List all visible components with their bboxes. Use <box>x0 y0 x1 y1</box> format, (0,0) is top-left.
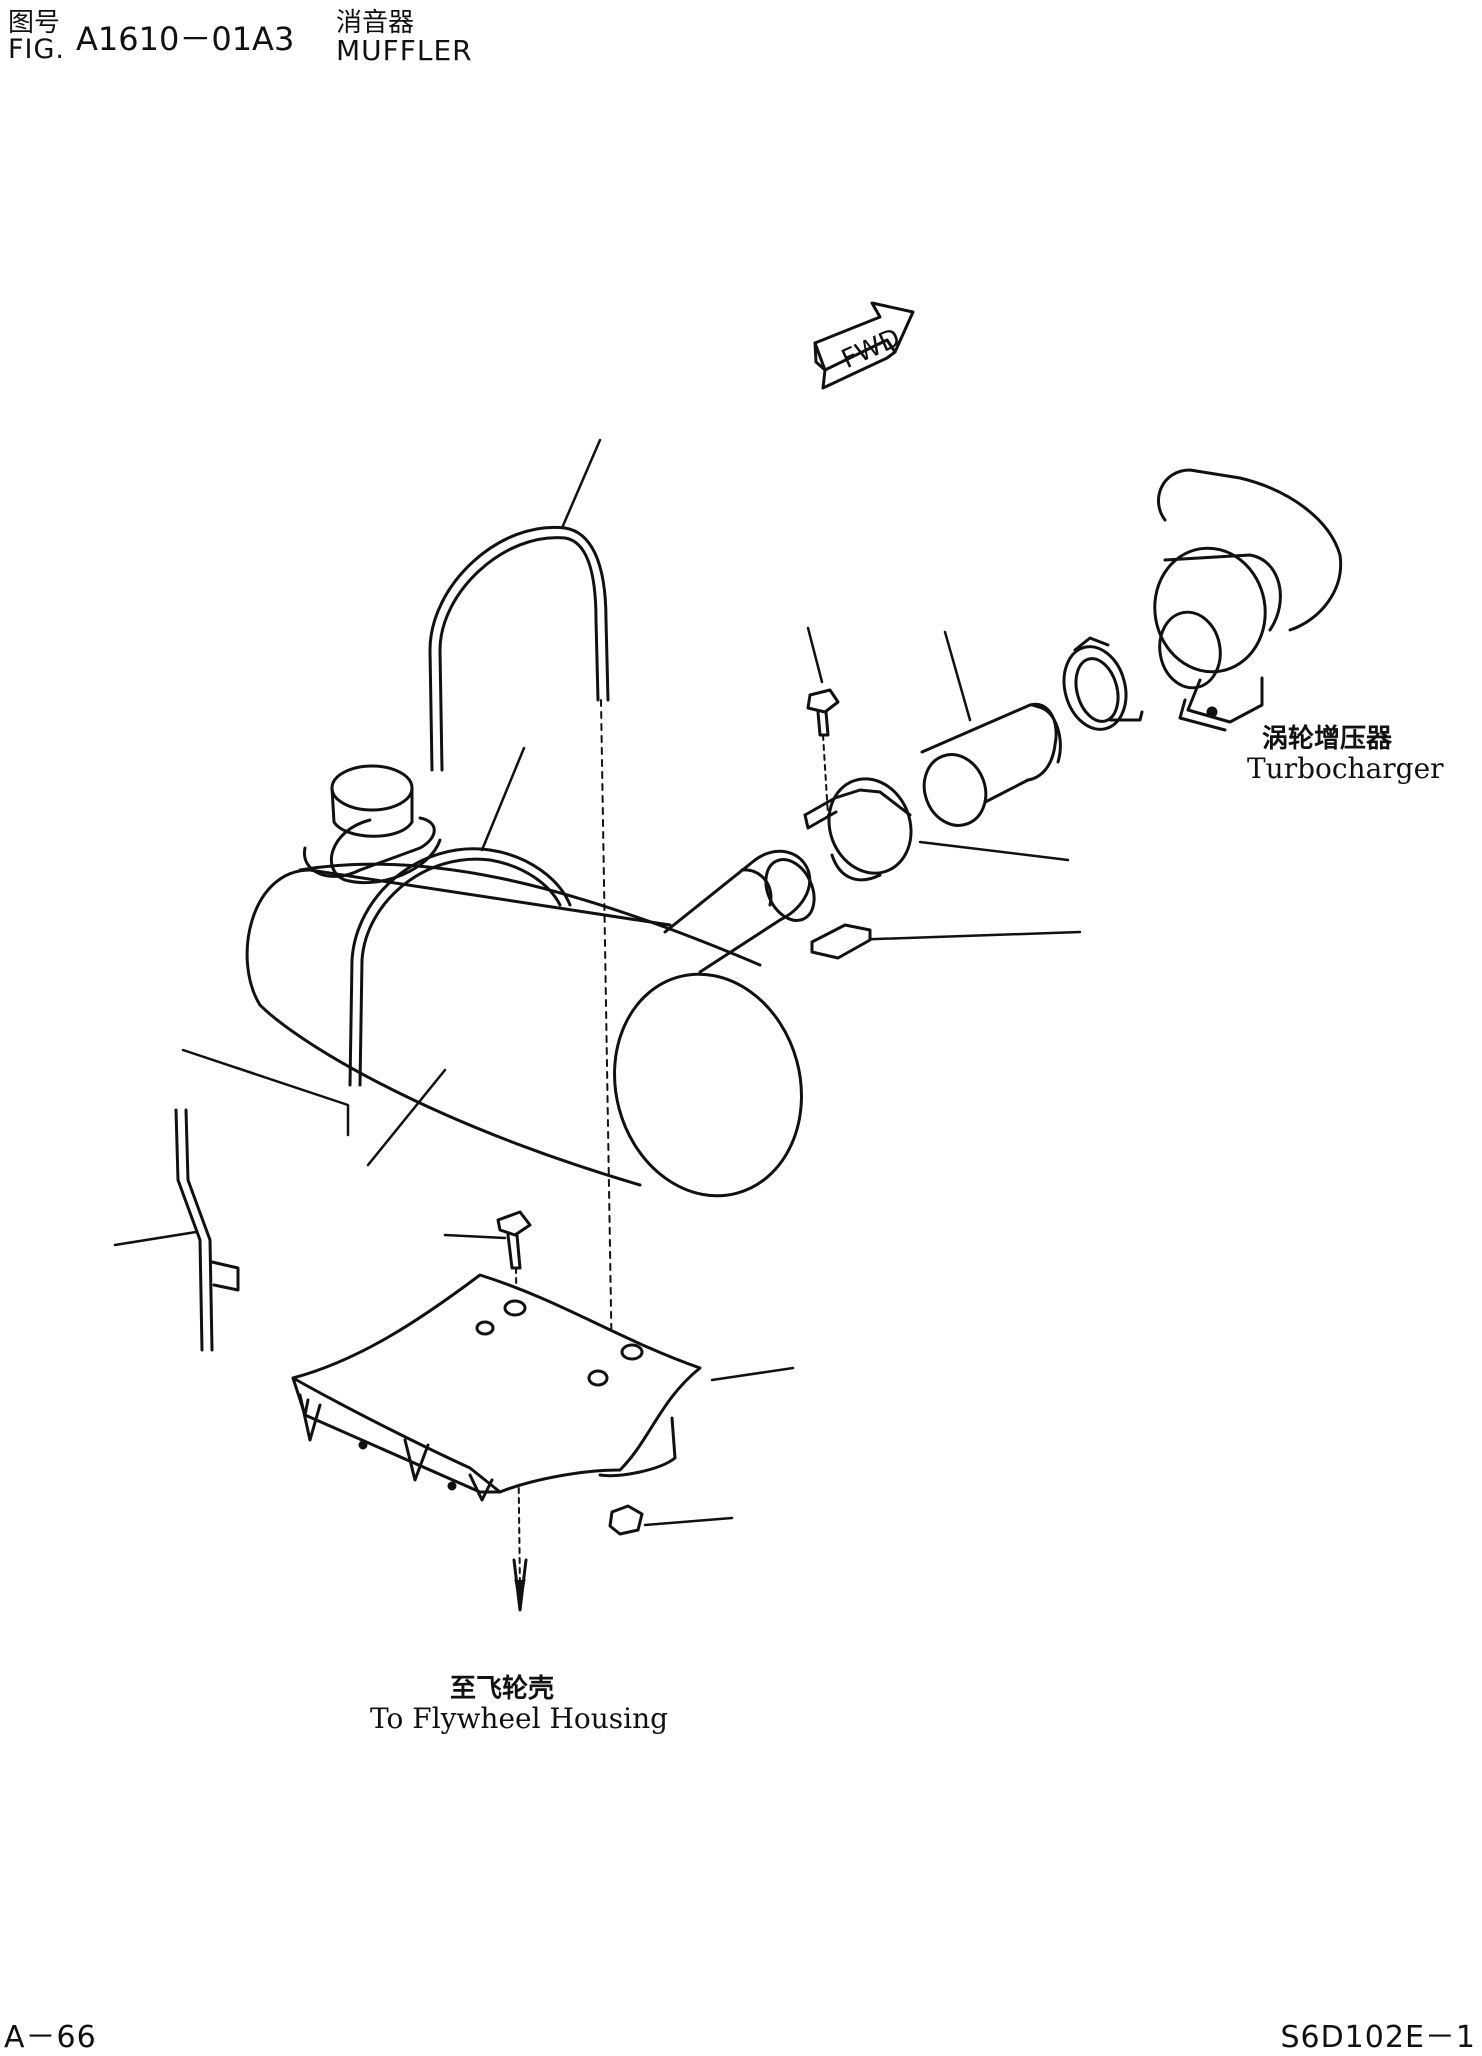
u-bolt-upper <box>430 527 612 1370</box>
clamp-band <box>805 767 924 958</box>
mounting-bracket <box>293 1275 700 1500</box>
bolt-upper <box>808 690 838 815</box>
v-band-clamp <box>1055 638 1142 736</box>
title-cn: 消音器 <box>336 8 415 38</box>
side-bracket <box>176 1110 238 1350</box>
muffler-body <box>247 766 826 1217</box>
sleeve-pipe <box>914 704 1060 834</box>
leader-lines <box>115 440 1080 1525</box>
nut <box>610 1506 642 1534</box>
title-en: MUFFLER <box>336 34 473 67</box>
fwd-arrow-icon: FWD <box>815 303 913 388</box>
fig-label-en: FIG. <box>8 34 65 65</box>
turbocharger-label-en: Turbocharger <box>1247 752 1444 785</box>
fig-number: A1610－01A3 <box>76 20 295 58</box>
turbocharger-label-cn: 涡轮增压器 <box>1262 724 1393 754</box>
fig-label-cn: 图号 <box>8 8 61 38</box>
model-number: S6D102E－1 <box>1280 2020 1476 2055</box>
outlet-pipe <box>665 851 823 972</box>
flywheel-label-cn: 至飞轮壳 <box>450 1674 555 1704</box>
flywheel-label-en: To Flywheel Housing <box>370 1702 669 1735</box>
turbocharger <box>1145 470 1341 730</box>
u-bolt-lower <box>350 849 570 1085</box>
page-number: A－66 <box>4 2020 97 2055</box>
